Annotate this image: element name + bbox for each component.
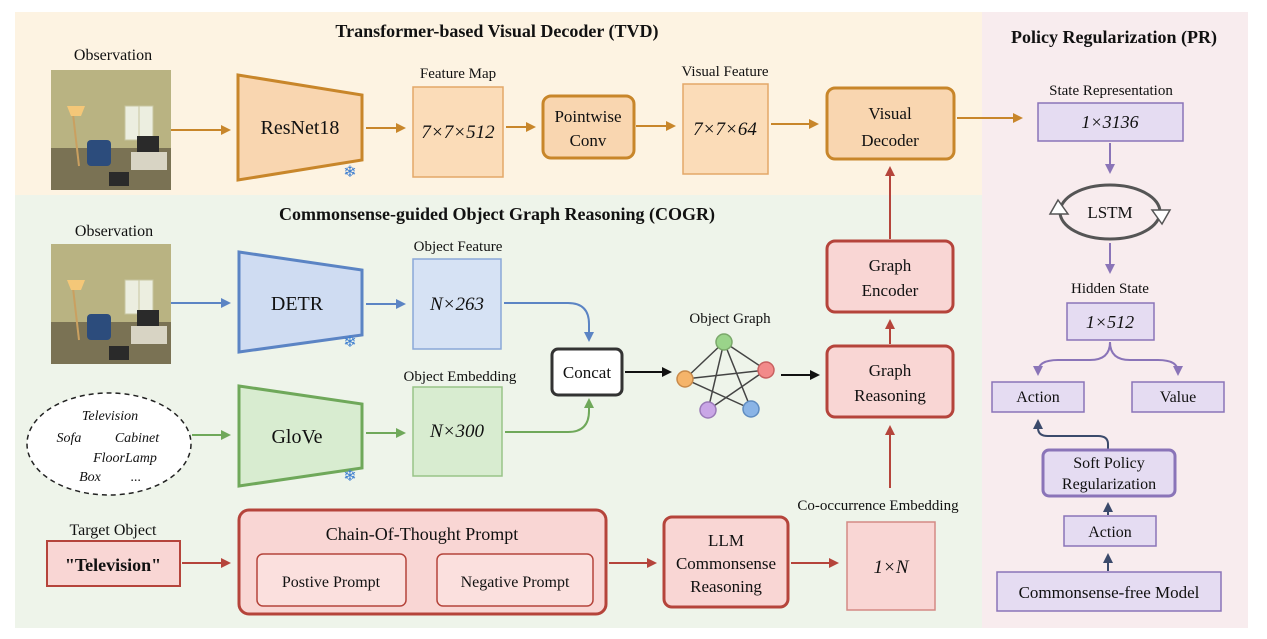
- graph-reasoning-block: [825, 344, 955, 419]
- hidden-to-action-arrow: [1033, 341, 1111, 376]
- soft-to-action-arrow: [1033, 419, 1109, 449]
- target-object-label: Target Object: [70, 522, 158, 539]
- graph-reasoning-line2: Reasoning: [854, 386, 926, 405]
- cot-title: Chain-Of-Thought Prompt: [326, 524, 518, 544]
- pointwise-conv-line2: Conv: [570, 131, 607, 150]
- action-box: [991, 381, 1085, 413]
- action2-box: [1063, 515, 1157, 547]
- observation-image-2: [51, 244, 171, 364]
- detr-block: [237, 250, 364, 354]
- glove-label: GloVe: [271, 426, 322, 448]
- concat-label: Concat: [563, 363, 611, 382]
- llm-block: [662, 515, 790, 609]
- value-label: Value: [1160, 389, 1196, 406]
- vocab-item: ...: [131, 470, 142, 485]
- hidden-state-dim: 1×512: [1086, 312, 1134, 332]
- glove-block: [237, 384, 364, 488]
- llm-line2: Commonsense: [676, 554, 776, 573]
- graph-encoder-block: [825, 239, 955, 314]
- feature-map-label: Feature Map: [420, 66, 496, 82]
- vocab-item: Sofa: [57, 431, 82, 446]
- hidden-state-box: [1066, 302, 1155, 341]
- object-embedding-box: [412, 386, 503, 477]
- lstm-loop: [1048, 183, 1172, 241]
- tvd-observation-label: Observation: [74, 47, 152, 64]
- commonsense-free-model-box: [996, 571, 1222, 612]
- object-feature-box: [412, 258, 502, 350]
- vocab-item: Cabinet: [115, 431, 160, 446]
- visual-feature-dim: 7×7×64: [693, 119, 757, 140]
- visual-decoder-block: [825, 86, 956, 161]
- pr-title: Policy Regularization (PR): [1011, 27, 1217, 48]
- llm-line1: LLM: [708, 531, 744, 550]
- soft-policy-line1: Soft Policy: [1073, 455, 1145, 472]
- cooccurrence-box: [846, 521, 936, 611]
- target-object-value: "Television": [65, 555, 161, 575]
- graph-node: [699, 401, 717, 419]
- graph-node: [757, 361, 775, 379]
- hidden-to-value-arrow: [1109, 341, 1183, 376]
- object-vocabulary: Television Sofa Cabinet FloorLamp Box ..…: [26, 392, 192, 496]
- action2-label: Action: [1088, 524, 1132, 541]
- llm-line3: Reasoning: [690, 577, 762, 596]
- cogr-observation-label: Observation: [75, 223, 153, 240]
- resnet18-label: ResNet18: [261, 117, 340, 139]
- concat-block: [550, 347, 624, 397]
- detr-label: DETR: [271, 293, 324, 315]
- pointwise-conv-block: [541, 94, 636, 160]
- frozen-snowflake-icon: ❄: [343, 164, 356, 181]
- object-embedding-label: Object Embedding: [404, 369, 517, 385]
- objfeature-to-concat-arrow: [504, 302, 594, 342]
- object-embedding-dim: N×300: [429, 421, 484, 442]
- state-representation-box: [1037, 102, 1184, 142]
- object-feature-dim: N×263: [429, 294, 484, 315]
- graph-node: [715, 333, 733, 351]
- cooccurrence-label: Co-occurrence Embedding: [797, 498, 959, 514]
- feature-map-box: [412, 86, 504, 178]
- graph-encoder-line1: Graph: [869, 256, 912, 275]
- commonsense-free-model-label: Commonsense-free Model: [1019, 583, 1200, 602]
- soft-policy-line2: Regularization: [1062, 476, 1156, 493]
- object-graph-label: Object Graph: [689, 311, 771, 327]
- vocab-item: FloorLamp: [92, 451, 157, 466]
- negative-prompt-box: [436, 553, 594, 607]
- frozen-snowflake-icon-2: ❄: [343, 334, 356, 351]
- state-representation-dim: 1×3136: [1081, 112, 1138, 132]
- object-feature-label: Object Feature: [414, 239, 503, 255]
- positive-prompt-label: Postive Prompt: [282, 574, 381, 591]
- feature-map-dim: 7×7×512: [421, 122, 495, 143]
- visual-decoder-line2: Decoder: [861, 131, 919, 150]
- vocab-item: Box: [79, 470, 102, 485]
- observation-image: [51, 70, 171, 190]
- graph-node: [742, 400, 760, 418]
- cogr-title: Commonsense-guided Object Graph Reasonin…: [279, 204, 715, 225]
- hidden-state-label: Hidden State: [1071, 281, 1149, 297]
- visual-decoder-line1: Visual: [868, 104, 912, 123]
- positive-prompt-box: [256, 553, 407, 607]
- visual-feature-box: [682, 83, 769, 175]
- state-representation-label: State Representation: [1049, 83, 1173, 99]
- objembed-to-concat-arrow: [505, 398, 594, 433]
- target-object-box: [46, 540, 181, 587]
- graph-reasoning-line1: Graph: [869, 361, 912, 380]
- soft-policy-block: [1041, 448, 1177, 498]
- cooccurrence-dim: 1×N: [874, 557, 910, 578]
- visual-feature-label: Visual Feature: [682, 64, 769, 80]
- graph-encoder-line2: Encoder: [862, 281, 919, 300]
- pointwise-conv-line1: Pointwise: [554, 107, 621, 126]
- resnet18-block: [236, 73, 364, 182]
- value-box: [1131, 381, 1225, 413]
- lstm-label: LSTM: [1087, 203, 1132, 222]
- tvd-title: Transformer-based Visual Decoder (TVD): [335, 21, 658, 42]
- graph-node: [676, 370, 694, 388]
- negative-prompt-label: Negative Prompt: [461, 574, 570, 591]
- action-label: Action: [1016, 389, 1060, 406]
- frozen-snowflake-icon-3: ❄: [343, 468, 356, 485]
- vocab-item: Television: [82, 409, 138, 424]
- object-graph: [676, 333, 775, 419]
